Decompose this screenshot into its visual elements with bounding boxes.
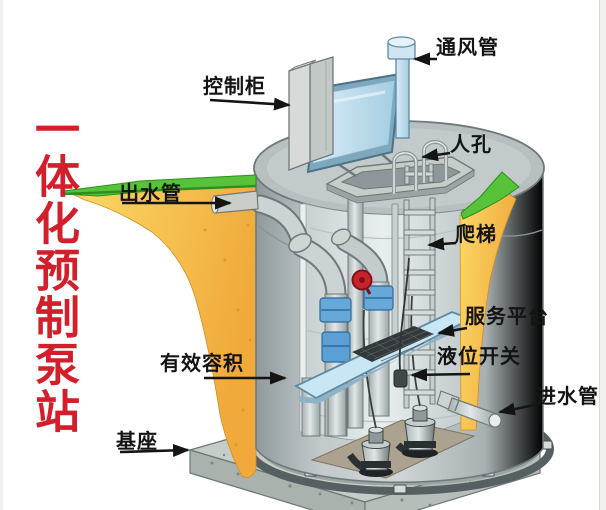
label-outlet-pipe: 出水管 <box>119 183 182 205</box>
label-effective-volume: 有效容积 <box>160 353 244 375</box>
label-service-platform: 服务平台 <box>465 306 549 328</box>
label-manhole: 人孔 <box>450 134 492 156</box>
arrow-inlet-pipe <box>498 402 541 416</box>
pumps-group <box>310 295 476 479</box>
manhole-hatch <box>325 139 476 204</box>
level-switch-cable <box>398 257 410 371</box>
arrow-service-platform <box>437 323 468 337</box>
level-switch-float <box>393 369 408 388</box>
arrow-control-cabinet <box>209 97 291 111</box>
right-edge-strip <box>599 0 606 510</box>
submersible-pump-1 <box>359 426 393 477</box>
platform-grate <box>352 326 434 362</box>
service-platform <box>294 257 473 404</box>
valve-handwheel <box>351 269 373 295</box>
label-inlet-pipe: 进水管 <box>536 386 599 408</box>
soil-texture-dots <box>203 223 252 447</box>
arrow-ladder <box>427 237 457 251</box>
grass-right <box>460 171 520 220</box>
ladder-top-segment <box>404 163 434 185</box>
label-level-switch: 液位开关 <box>437 346 521 368</box>
inlet-pipe <box>436 390 502 428</box>
pipe-flange <box>288 233 312 253</box>
page-title: 一体化预制泵站 <box>28 106 78 435</box>
label-vent-pipe: 通风管 <box>436 37 499 59</box>
control-cabinet <box>288 56 334 171</box>
left-edge-strip <box>0 0 3 510</box>
coupling-clamps <box>319 285 394 363</box>
soil-right <box>459 190 517 431</box>
soil-left <box>71 180 257 478</box>
sensor-rod <box>391 203 399 355</box>
label-base: 基座 <box>116 431 158 453</box>
label-ladder: 爬梯 <box>455 224 497 246</box>
ground-surface <box>63 171 520 431</box>
vent-pipe <box>387 36 416 139</box>
arrow-base <box>119 443 190 457</box>
callout-arrows <box>119 52 541 457</box>
internal-piping <box>250 194 399 437</box>
arrow-level-switch <box>410 368 471 382</box>
arrow-manhole <box>421 148 451 162</box>
pipe-flange-2 <box>330 228 352 246</box>
label-control-cabinet: 控制柜 <box>203 76 266 98</box>
submersible-pump-2 <box>402 404 438 458</box>
